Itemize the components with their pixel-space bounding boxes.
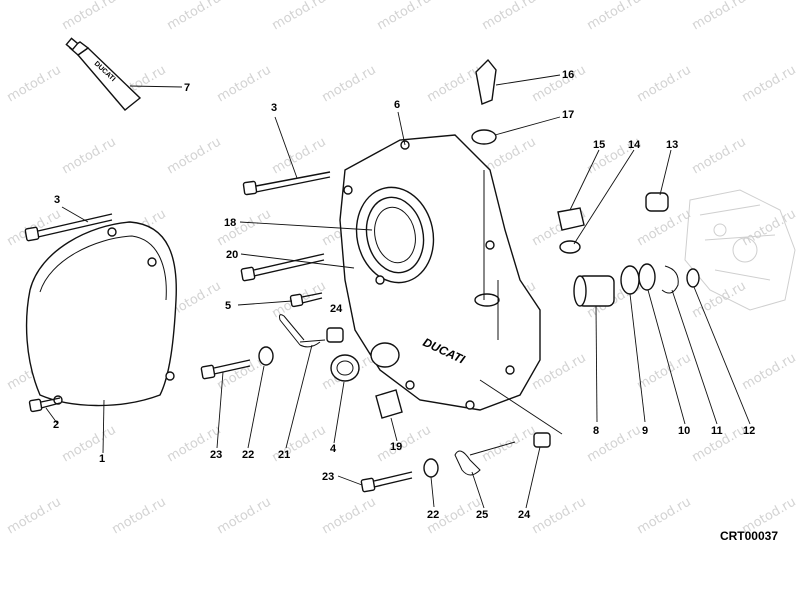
callout-8: 8 <box>593 425 599 437</box>
callout-24-lower: 24 <box>518 509 531 521</box>
gasket-19 <box>375 389 403 419</box>
ring-10 <box>638 263 656 291</box>
plug-15 <box>557 207 585 231</box>
callout-23-upper: 23 <box>210 449 222 461</box>
watermark-text: motod.ru <box>740 207 799 250</box>
pin-13 <box>645 192 669 212</box>
watermark-text: motod.ru <box>690 135 749 178</box>
watermark-text: motod.ru <box>530 63 589 106</box>
washer-22-lower <box>423 458 439 478</box>
small-parts <box>258 206 551 478</box>
watermark-text: motod.ru <box>270 0 329 33</box>
watermark-text: motod.ru <box>320 63 379 106</box>
outer-cover-part <box>25 221 177 407</box>
bolts <box>24 171 413 493</box>
o-ring-12 <box>686 268 700 288</box>
watermark-text: motod.ru <box>270 135 329 178</box>
callout-12: 12 <box>743 425 755 437</box>
washer-22-upper <box>258 346 274 366</box>
callout-11: 11 <box>711 425 723 437</box>
callout-22-lower: 22 <box>427 509 439 521</box>
callout-10: 10 <box>678 425 690 437</box>
callout-17: 17 <box>562 109 574 121</box>
callout-21: 21 <box>278 449 290 461</box>
watermark-text: motod.ru <box>375 423 434 466</box>
watermark-text: motod.ru <box>530 495 589 538</box>
watermark-text: motod.ru <box>110 495 169 538</box>
watermark-text: motod.ru <box>60 0 119 33</box>
clip-21 <box>279 314 321 348</box>
callout-5: 5 <box>225 300 231 312</box>
watermark-text: motod.ru <box>215 63 274 106</box>
callout-2: 2 <box>53 419 59 431</box>
watermark-text: motod.ru <box>165 0 224 33</box>
bushing-24-upper <box>326 327 344 343</box>
callout-25: 25 <box>476 509 488 521</box>
callout-19: 19 <box>390 441 402 453</box>
watermark-text: motod.ru <box>635 207 694 250</box>
callout-22-upper: 22 <box>242 449 254 461</box>
bolt-20 <box>240 253 325 282</box>
watermark-text: motod.ru <box>215 495 274 538</box>
callout-23-lower: 23 <box>322 471 334 483</box>
watermark-text: motod.ru <box>635 63 694 106</box>
callout-18: 18 <box>224 217 236 229</box>
callout-4: 4 <box>330 443 337 455</box>
bolt-23-lower <box>360 471 413 493</box>
bolt-3-upper <box>242 171 331 196</box>
watermark-text: motod.ru <box>60 135 119 178</box>
bushing-24-lower <box>533 432 551 448</box>
ring-9 <box>620 265 640 295</box>
watermark-text: motod.ru <box>165 135 224 178</box>
callout-16: 16 <box>562 69 574 81</box>
watermark-text: motod.ru <box>690 0 749 33</box>
callout-13: 13 <box>666 139 678 151</box>
callout-3-upper: 3 <box>271 102 277 114</box>
seal-4 <box>330 354 360 382</box>
callout-20: 20 <box>226 249 238 261</box>
sealant-tube-part: DUCATI <box>65 37 142 111</box>
washer-14 <box>559 240 581 254</box>
watermark-text: motod.ru <box>5 495 64 538</box>
drawing-reference-code: CRT00037 <box>719 529 778 543</box>
bolt-3-left <box>24 213 113 242</box>
callout-14: 14 <box>628 139 641 151</box>
callout-6: 6 <box>394 99 400 111</box>
oil-seal-18 <box>374 206 416 264</box>
watermark-text: motod.ru <box>5 63 64 106</box>
clip-25 <box>454 441 516 476</box>
bolt-2 <box>28 397 61 413</box>
callout-3-left: 3 <box>54 194 60 206</box>
watermark-text: motod.ru <box>425 63 484 106</box>
circlip-11 <box>661 265 679 294</box>
callout-labels: 7 3 6 16 17 15 14 13 3 18 20 5 24 2 1 23… <box>53 69 755 521</box>
leader-lines <box>45 74 751 509</box>
callout-9: 9 <box>642 425 648 437</box>
watermark-text: motod.ru <box>690 279 749 322</box>
callout-7: 7 <box>184 82 190 94</box>
watermark-text: motod.ru <box>585 0 644 33</box>
watermark-text: motod.ru <box>740 63 799 106</box>
watermark-text: motod.ru <box>740 351 799 394</box>
watermark-text: motod.ru <box>480 0 539 33</box>
sensor-16 <box>475 58 497 105</box>
bolt-23-upper <box>200 359 251 380</box>
watermark-text: motod.ru <box>375 0 434 33</box>
watermark-text: motod.ru <box>635 351 694 394</box>
washer-17 <box>471 129 497 145</box>
watermark-text: motod.ru <box>320 495 379 538</box>
watermark-text: motod.ru <box>60 423 119 466</box>
watermark-text: motod.ru <box>635 495 694 538</box>
inner-cover-part: DUCATI <box>339 134 541 411</box>
callout-24-upper: 24 <box>330 303 343 315</box>
callout-1: 1 <box>99 453 105 465</box>
callout-15: 15 <box>593 139 605 151</box>
